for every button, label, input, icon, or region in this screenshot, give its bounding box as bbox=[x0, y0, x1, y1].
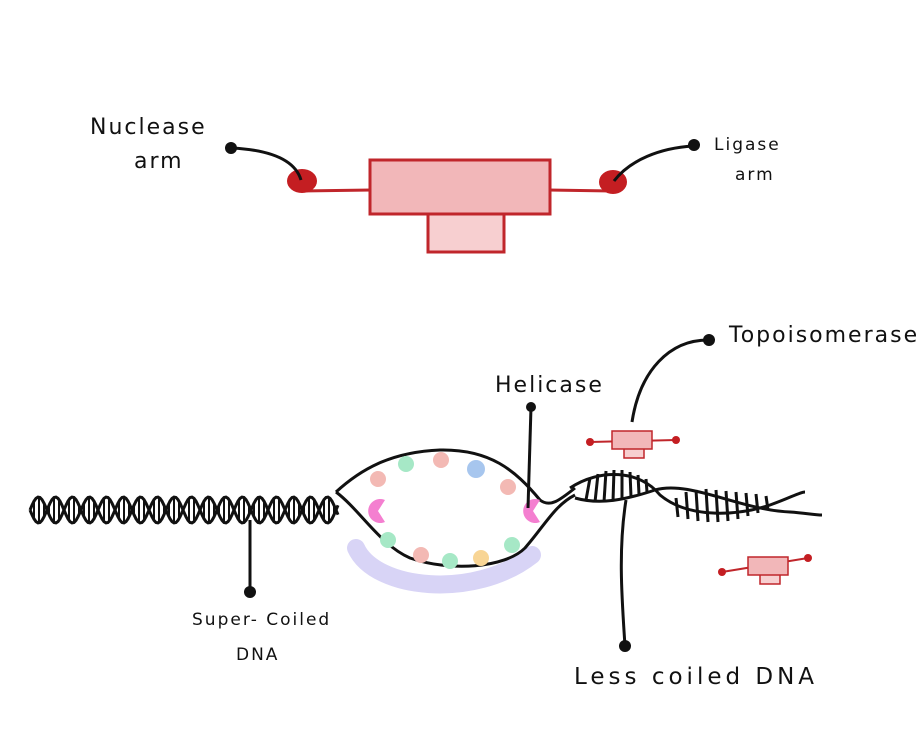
helicase-shape-left bbox=[368, 498, 385, 523]
topo-arm-head bbox=[804, 554, 812, 562]
nucleotide-dot bbox=[380, 532, 396, 548]
arm-connector-line bbox=[299, 188, 613, 193]
nucleotide-dot bbox=[433, 452, 449, 468]
helicase-leader-dot bbox=[526, 402, 536, 412]
nucleotide-dot bbox=[504, 537, 520, 553]
ligase-leader-line bbox=[612, 144, 694, 182]
topo-body bbox=[611, 430, 653, 450]
bottom-leaders bbox=[248, 338, 709, 647]
nuclease-leader-line bbox=[231, 146, 303, 181]
bubble-bottom-strand bbox=[335, 490, 576, 568]
ribbon-rung bbox=[734, 491, 740, 520]
helix-strand-b bbox=[28, 495, 340, 525]
nuclease-label-line2: arm bbox=[134, 149, 184, 174]
replication-platform bbox=[347, 539, 541, 594]
nucleotide-dot bbox=[467, 460, 485, 478]
topo-arm-head bbox=[718, 568, 726, 576]
ribbon-rung bbox=[754, 493, 760, 514]
less-coiled-rungs bbox=[584, 469, 770, 523]
nuclease-label-line1: Nuclease bbox=[90, 115, 207, 140]
ribbon-rung bbox=[714, 489, 720, 523]
nucleotide-dot bbox=[473, 550, 489, 566]
topoisomerase-label: Topoisomerase bbox=[728, 323, 917, 348]
enzyme-body bbox=[368, 158, 552, 216]
ligase-label-line2: arm bbox=[735, 165, 775, 185]
topoisomerase-leader-line bbox=[630, 338, 709, 423]
enzyme-complex bbox=[287, 158, 627, 254]
topoisomerase-leader-dot bbox=[703, 334, 715, 346]
top-leaders bbox=[231, 144, 694, 182]
supercoiled-leader-dot bbox=[244, 586, 256, 598]
nucleotide-dot bbox=[442, 553, 458, 569]
ribbon-rung bbox=[611, 469, 616, 502]
nucleotide-dot bbox=[413, 547, 429, 563]
supercoiled-label-line1: Super- Coiled bbox=[192, 610, 331, 630]
nucleotide-dot bbox=[500, 479, 516, 495]
nucleotides bbox=[370, 452, 520, 569]
topo-arm-head bbox=[672, 436, 680, 444]
ribbon-rung bbox=[628, 471, 633, 498]
ribbon-rung bbox=[694, 489, 700, 522]
less-coiled-leader-line bbox=[619, 499, 628, 647]
topo-arm-head bbox=[586, 438, 594, 446]
helicase-label: Helicase bbox=[495, 373, 604, 398]
ribbon-rung bbox=[636, 474, 641, 495]
nucleotide-dot bbox=[370, 471, 386, 487]
ribbon-rung bbox=[764, 495, 770, 511]
ribbon-rung bbox=[674, 497, 680, 518]
ribbon-rung bbox=[584, 477, 592, 501]
ribbon-rung bbox=[744, 492, 750, 517]
ribbon-rung bbox=[724, 490, 730, 522]
ligase-leader-dot bbox=[688, 139, 700, 151]
nuclease-arm-head bbox=[287, 169, 317, 193]
enzyme-base bbox=[426, 210, 506, 254]
ribbon-rung bbox=[593, 473, 600, 503]
bubble-top-strand bbox=[334, 448, 576, 505]
less-coiled-leader-dot bbox=[619, 640, 631, 652]
ribbon-rung bbox=[644, 478, 649, 493]
topoisomerase-enzyme-upper bbox=[586, 430, 680, 459]
helicase-leader-line bbox=[526, 406, 533, 509]
helicase-shape-right bbox=[523, 498, 540, 523]
super-coiled-dna bbox=[28, 495, 340, 525]
nuclease-leader-dot bbox=[225, 142, 237, 154]
ligase-label-line1: Ligase bbox=[714, 135, 781, 155]
ribbon-rung bbox=[602, 470, 608, 503]
topoisomerase-enzyme-lower bbox=[718, 554, 812, 585]
ribbon-rung bbox=[684, 491, 690, 520]
topo-body bbox=[747, 556, 789, 576]
ligase-arm-head bbox=[599, 170, 627, 194]
less-coiled-dna bbox=[569, 469, 823, 523]
ribbon-rung bbox=[704, 488, 710, 523]
replication-bubble bbox=[334, 448, 576, 568]
less-coiled-label: Less coiled DNA bbox=[574, 664, 818, 690]
supercoiled-label-line2: DNA bbox=[236, 645, 279, 665]
nucleotide-dot bbox=[398, 456, 414, 472]
